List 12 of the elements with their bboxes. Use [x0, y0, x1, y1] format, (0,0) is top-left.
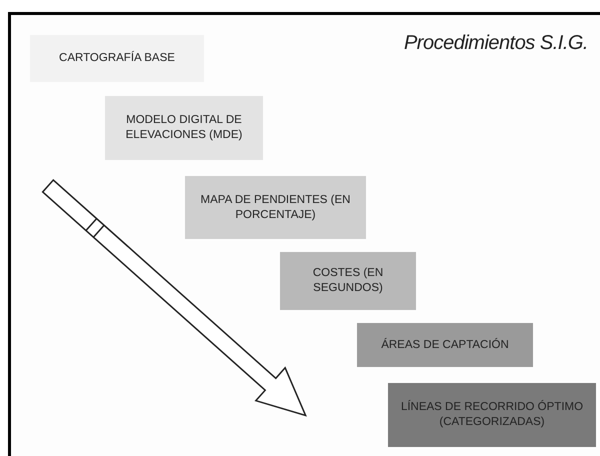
- title: Procedimientos S.I.G.: [404, 31, 588, 56]
- process-box: [185, 176, 366, 239]
- process-box: [388, 383, 596, 447]
- box-label: LÍNEAS DE RECORRIDO ÓPTIMO (CATEGORIZADAS): [400, 400, 584, 430]
- box-label: ÁREAS DE CAPTACIÓN: [381, 338, 509, 352]
- box-label: CARTOGRAFÍA BASE: [59, 51, 175, 66]
- box-label: COSTES (EN SEGUNDOS): [312, 266, 384, 296]
- box-label: MODELO DIGITAL DE ELEVACIONES (MDE): [124, 113, 244, 143]
- process-box: [357, 323, 533, 367]
- process-box: [280, 252, 416, 310]
- process-box: [105, 96, 263, 160]
- box-label: MAPA DE PENDIENTES (EN PORCENTAJE): [200, 192, 352, 222]
